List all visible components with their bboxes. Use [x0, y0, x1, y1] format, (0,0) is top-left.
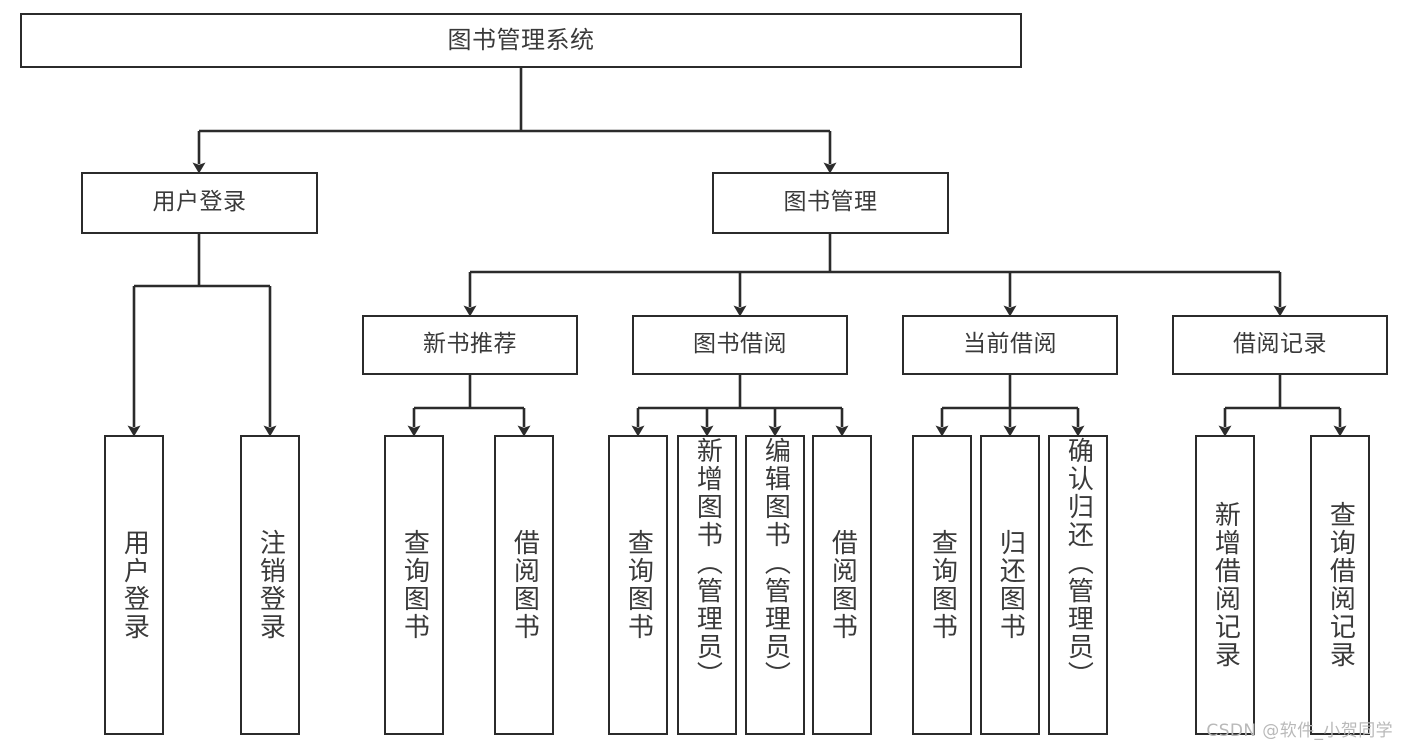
leaf-borrow-add-book-admin[interactable]: 新增图书（管理员） [677, 435, 737, 735]
leaf-records-query-record[interactable]: 查询借阅记录 [1310, 435, 1370, 735]
node-label: 新书推荐 [423, 331, 517, 358]
watermark-text: CSDN @软件_小贺同学 [1206, 721, 1393, 741]
leaf-records-add-record[interactable]: 新增借阅记录 [1195, 435, 1255, 735]
node-borrow-records[interactable]: 借阅记录 [1172, 315, 1388, 375]
node-label: 注销登录 [255, 529, 286, 641]
leaf-newbook-query-books[interactable]: 查询图书 [384, 435, 444, 735]
node-label: 当前借阅 [963, 331, 1057, 358]
leaf-borrow-edit-book-admin[interactable]: 编辑图书（管理员） [745, 435, 805, 735]
node-label: 查询借阅记录 [1325, 501, 1356, 669]
node-book-borrow[interactable]: 图书借阅 [632, 315, 848, 375]
node-label: 借阅记录 [1233, 331, 1327, 358]
leaf-borrow-borrow-books[interactable]: 借阅图书 [812, 435, 872, 735]
leaf-newbook-borrow-books[interactable]: 借阅图书 [494, 435, 554, 735]
node-label: 用户登录 [152, 189, 247, 216]
node-label: 图书管理 [783, 189, 878, 216]
node-current-borrow[interactable]: 当前借阅 [902, 315, 1118, 375]
node-label: 新增图书（管理员） [692, 437, 723, 689]
node-label: 查询图书 [623, 529, 654, 641]
node-label: 用户登录 [119, 529, 150, 641]
leaf-current-confirm-return-admin[interactable]: 确认归还（管理员） [1048, 435, 1108, 735]
node-label: 图书借阅 [693, 331, 787, 358]
leaf-current-return-books[interactable]: 归还图书 [980, 435, 1040, 735]
node-label: 确认归还（管理员） [1063, 437, 1094, 689]
leaf-user-login[interactable]: 用户登录 [104, 435, 164, 735]
node-label: 借阅图书 [827, 529, 858, 641]
node-new-book-recommend[interactable]: 新书推荐 [362, 315, 578, 375]
node-user-login[interactable]: 用户登录 [81, 172, 318, 234]
node-root-system[interactable]: 图书管理系统 [20, 13, 1022, 68]
node-label: 归还图书 [995, 529, 1026, 641]
leaf-current-query-books[interactable]: 查询图书 [912, 435, 972, 735]
node-label: 借阅图书 [509, 529, 540, 641]
leaf-borrow-query-books[interactable]: 查询图书 [608, 435, 668, 735]
node-book-management[interactable]: 图书管理 [712, 172, 949, 234]
node-label: 查询图书 [927, 529, 958, 641]
node-label: 编辑图书（管理员） [760, 437, 791, 689]
leaf-user-logout[interactable]: 注销登录 [240, 435, 300, 735]
node-label: 图书管理系统 [447, 26, 595, 55]
node-label: 查询图书 [399, 529, 430, 641]
node-label: 新增借阅记录 [1210, 501, 1241, 669]
